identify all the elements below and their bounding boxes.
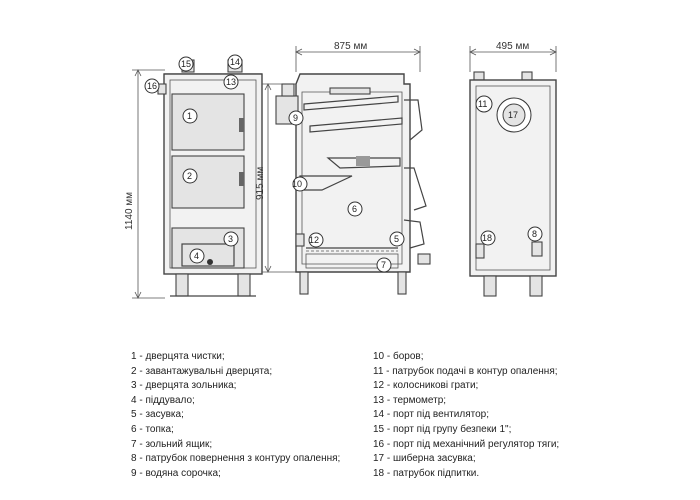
callout-7: 7 — [381, 260, 386, 270]
legend-item: 2 - завантажувальні дверцята; — [131, 365, 273, 377]
callout-17: 17 — [508, 110, 518, 120]
rear-view: 495 мм 11 17 18 8 — [469, 41, 557, 297]
legend-item: 12 - колосникові грати; — [373, 380, 479, 392]
legend-item: 14 - порт під вентилятор; — [373, 409, 490, 421]
legend-item: 13 - термометр; — [373, 394, 447, 406]
legend-right: 10 - боров; 11 - патрубок подачі в конту… — [373, 350, 559, 481]
callout-8: 8 — [532, 229, 537, 239]
depth-label: 875 мм — [334, 41, 367, 52]
callout-15: 15 — [181, 59, 191, 69]
callout-11: 11 — [478, 99, 487, 109]
legend-item: 8 - патрубок повернення з контуру опален… — [131, 453, 341, 465]
legend-item: 17 - шиберна засувка; — [373, 453, 476, 465]
front-view: 1140 мм 1 2 3 4 15 14 13 16 — [124, 54, 263, 299]
legend-item: 15 - порт під групу безпеки 1"; — [373, 423, 512, 435]
callout-13: 13 — [226, 77, 236, 87]
height-total-label: 1140 мм — [124, 192, 135, 230]
callout-3: 3 — [228, 234, 233, 244]
height-body-label: 915 мм — [255, 167, 266, 200]
side-section-view: 875 мм 915 мм — [255, 41, 431, 295]
callout-16: 16 — [147, 81, 157, 91]
callout-12: 12 — [309, 235, 319, 245]
width-label: 495 мм — [496, 41, 529, 52]
callout-5: 5 — [394, 234, 399, 244]
callout-9: 9 — [293, 113, 298, 123]
legend-item: 16 - порт під механічний регулятор тяги; — [373, 438, 560, 450]
callout-4: 4 — [194, 251, 199, 261]
legend-item: 7 - зольний ящик; — [131, 438, 213, 450]
legend-item: 18 - патрубок підпитки. — [373, 467, 480, 479]
callout-18: 18 — [482, 233, 492, 243]
legend-left: 1 - дверцята чистки; 2 - завантажувальні… — [131, 350, 340, 481]
legend-item: 4 - піддувало; — [131, 394, 195, 406]
callout-1: 1 — [187, 111, 192, 121]
legend-item: 5 - засувка; — [131, 409, 184, 421]
callout-10: 10 — [292, 179, 302, 189]
callout-6: 6 — [352, 204, 357, 214]
callout-2: 2 — [187, 171, 192, 181]
boiler-technical-drawing: 1140 мм 1 2 3 4 15 14 13 16 — [124, 41, 557, 299]
legend-item: 6 - топка; — [131, 423, 174, 435]
legend-item: 11 - патрубок подачі в контур опалення; — [373, 365, 558, 377]
legend-item: 3 - дверцята зольника; — [131, 380, 237, 392]
legend-item: 10 - боров; — [373, 351, 424, 362]
callout-14: 14 — [230, 57, 240, 67]
legend-item: 9 - водяна сорочка; — [131, 467, 221, 479]
legend-item: 1 - дверцята чистки; — [131, 351, 225, 362]
